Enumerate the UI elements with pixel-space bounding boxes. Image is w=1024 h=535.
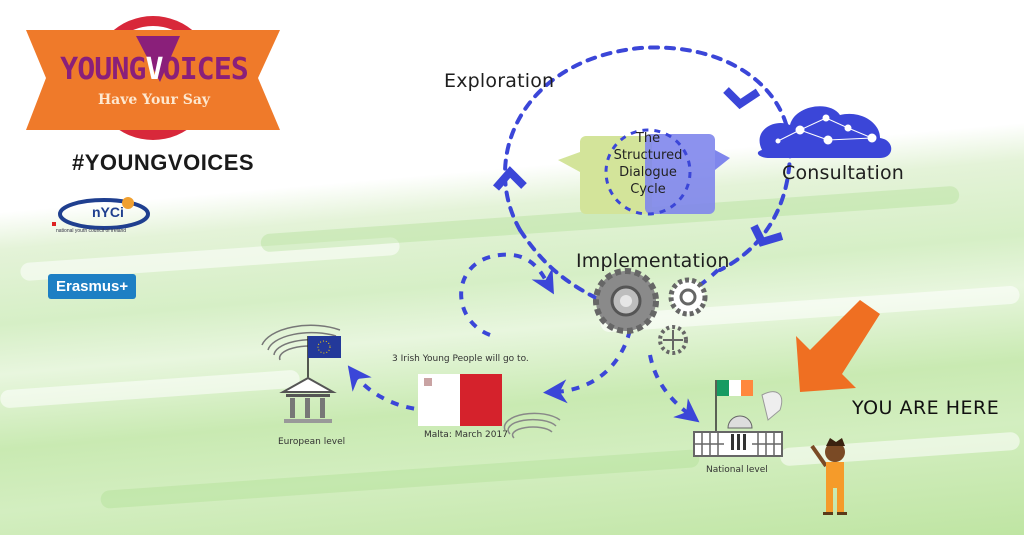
stage-label-exploration: Exploration [444,70,555,92]
loop-arrow [459,252,554,337]
cycle-title-line: Structured [613,148,683,163]
young-voices-logo: YOUNGVOICES Have Your Say [18,8,288,148]
logo-title: YOUNGVOICES [60,52,249,87]
logo-subtitle: Have Your Say [97,92,211,108]
logo-bow-banner [26,30,280,130]
cycle-title-line: The [635,131,661,146]
cycle-title-line: Dialogue [619,165,677,180]
national-building-icon [693,415,783,457]
stage-label-consultation: Consultation [782,162,905,184]
nyci-swoosh [52,197,150,230]
european-level-label: European level [278,437,346,447]
chevron-arrow-icon [723,87,761,110]
erasmus-logo: Erasmus+ [48,274,137,299]
malta-caption: 3 Irish Young People will go to. [392,354,529,364]
logo-graphic [26,16,280,140]
cycle-path [503,45,793,272]
implementation-to-malta-arrow [543,329,632,404]
chevron-arrow-icon [492,166,527,191]
nyci-caption: national youth council of ireland [56,228,127,234]
chevron-arrow-icon [750,224,784,247]
gear-medium-icon [668,277,708,317]
nyci-wordmark: nYCi [92,204,124,220]
nyci-logo: nYCi national youth council of ireland [44,192,162,242]
malta-event-label: Malta: March 2017 [424,430,508,440]
european-building-icon [279,376,337,423]
eu-flag-icon [307,336,341,380]
logo-v-triangle [136,36,180,82]
you-are-here-label: YOU ARE HERE [852,397,1000,419]
person-waving-icon [810,438,847,515]
malta-parliament-icon [503,412,561,439]
irish-flag-icon [715,380,753,435]
harp-icon [761,391,783,421]
dialogue-bubbles [558,128,730,216]
cycle-center-title: The Structured Dialogue Cycle [592,130,704,198]
eu-parliament-icon [261,324,341,361]
cycle-title-line: Cycle [630,182,666,197]
gear-small-icon [658,325,688,355]
hashtag: #YOUNGVOICES [72,150,255,175]
national-level-label: National level [706,465,768,475]
cloud-network-icon [757,106,892,158]
gear-large-icon [593,268,659,334]
malta-flag-icon [418,374,502,426]
implementation-to-national-arrow [648,354,700,423]
you-are-here-arrow-icon [796,300,880,392]
stage-label-implementation: Implementation [576,250,730,272]
